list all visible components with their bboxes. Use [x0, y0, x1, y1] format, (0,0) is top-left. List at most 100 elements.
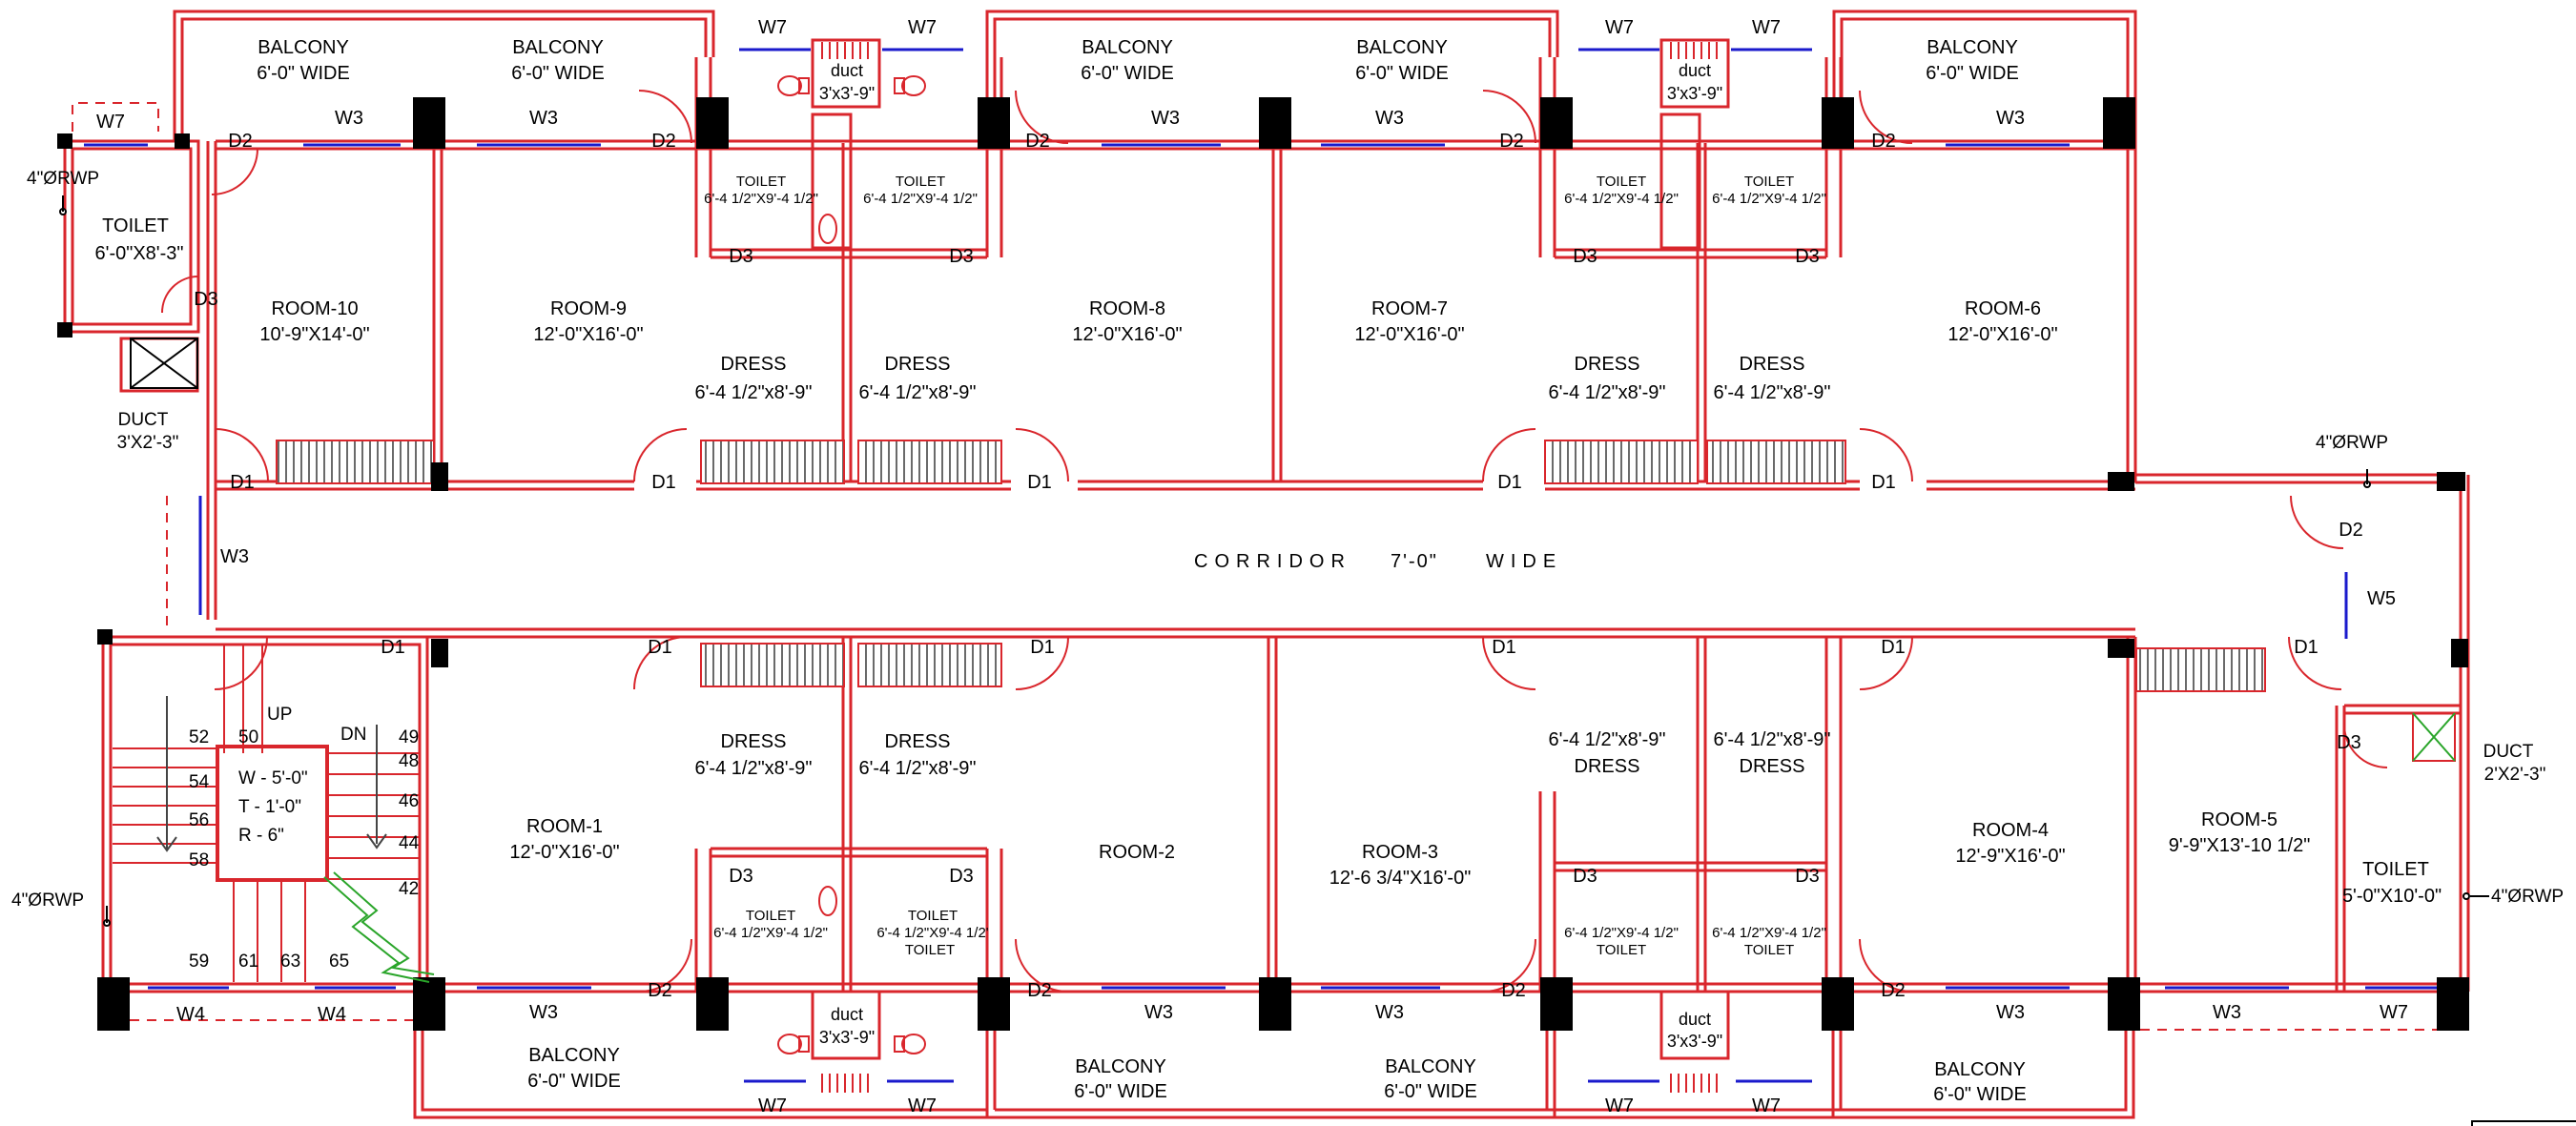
door-swings: [161, 90, 2388, 993]
room3-size: 12'-6 3/4"X16'-0": [1329, 868, 1472, 889]
tag-w3: W3: [220, 546, 249, 567]
toilet-size: 6'-4 1/2"X9'-4 1/2": [1712, 925, 1826, 941]
stair-r: R - 6": [238, 826, 284, 846]
room8-size: 12'-0"X16'-0": [1072, 324, 1182, 345]
corridor-text: CORRIDOR: [1194, 551, 1351, 572]
balcony-label: BALCONY: [512, 37, 604, 58]
balcony-label: BALCONY: [1075, 1056, 1166, 1077]
toilet-size: 6'-4 1/2"X9'-4 1/2": [1564, 925, 1679, 941]
step-number: 46: [399, 791, 419, 811]
dress-size: 6'-4 1/2"x8'-9": [1713, 382, 1830, 403]
stair-t: T - 1'-0": [238, 797, 301, 817]
dress-size: 6'-4 1/2"x8'-9": [1548, 729, 1665, 750]
columns: [57, 97, 2469, 1031]
toilet-size: 6'-4 1/2"X9'-4 1/2": [863, 191, 978, 207]
stair-w: W - 5'-0": [238, 768, 308, 788]
sheet-border: [2471, 1120, 2576, 1126]
room5-name: ROOM-5: [2201, 809, 2277, 830]
toilet-size: 6'-4 1/2"X9'-4 1/2": [713, 925, 828, 941]
toilet-label: TOILET: [1597, 174, 1646, 190]
bottom-room-walls: [216, 627, 2468, 1060]
toilet-size: 6'-4 1/2"X9'-4 1/2": [1564, 191, 1679, 207]
balcony-width: 6'-0" WIDE: [1933, 1084, 2027, 1105]
tag-w7: W7: [758, 17, 787, 38]
dress-label: DRESS: [885, 354, 951, 375]
room8-name: ROOM-8: [1089, 298, 1165, 319]
windows: [84, 48, 2442, 1083]
balcony-label: BALCONY: [1934, 1059, 2026, 1080]
toilet-labels: TOILET 6'-4 1/2"X9'-4 1/2" TOILET 6'-4 1…: [704, 174, 1826, 958]
tag-w3: W3: [1375, 1002, 1404, 1023]
step-number: 65: [329, 952, 349, 972]
duct-left-label: DUCT: [118, 410, 169, 430]
dress-size: 6'-4 1/2"x8'-9": [1548, 382, 1665, 403]
tag-d2: D2: [228, 131, 253, 152]
dress-size: 6'-4 1/2"x8'-9": [1713, 729, 1830, 750]
dress-label: DRESS: [721, 354, 787, 375]
room3-name: ROOM-3: [1362, 842, 1438, 863]
stair: [113, 645, 420, 982]
room4-size: 12'-9"X16'-0": [1955, 846, 2065, 867]
room5-size: 9'-9"X13'-10 1/2": [2169, 835, 2311, 856]
tag-w7: W7: [1605, 17, 1634, 38]
stair-break-line: [323, 871, 435, 983]
tag-d2: D2: [1499, 131, 1524, 152]
tag-d2: D2: [1881, 980, 1906, 1001]
toilet-label: TOILET: [1744, 942, 1794, 958]
tag-d1: D1: [2294, 637, 2318, 658]
tag-w7: W7: [1752, 17, 1781, 38]
tag-w7: W7: [908, 17, 937, 38]
tag-d1: D1: [1881, 637, 1906, 658]
room7-name: ROOM-7: [1371, 298, 1448, 319]
duct-left-size: 3'X2'-3": [117, 433, 179, 453]
step-number: 58: [189, 850, 209, 870]
toilet5-size: 5'-0"X10'-0": [2342, 886, 2442, 907]
tag-d2: D2: [1501, 980, 1526, 1001]
tag-w7: W7: [908, 1095, 937, 1116]
toilet-size: 6'-4 1/2"X9'-4 1/2': [876, 925, 988, 941]
tag-w3: W3: [1996, 108, 2025, 129]
step-number: 59: [189, 952, 209, 972]
duct-right-label: DUCT: [2483, 742, 2534, 762]
tag-w4: W4: [176, 1004, 205, 1025]
tag-w3: W3: [1375, 108, 1404, 129]
room10-size: 10'-9"X14'-0": [259, 324, 369, 345]
dress-size: 6'-4 1/2"x8'-9": [858, 382, 976, 403]
tag-w7: W7: [2380, 1002, 2408, 1023]
duct-label: duct: [1679, 61, 1711, 80]
dress-label: DRESS: [885, 731, 951, 752]
tag-d3: D3: [194, 289, 218, 310]
dress-label: DRESS: [1740, 756, 1805, 777]
tag-d1: D1: [1497, 472, 1522, 493]
room2-name: ROOM-2: [1099, 842, 1175, 863]
toilet5-label: TOILET: [2362, 859, 2429, 880]
rwp-pipes: [59, 195, 2489, 927]
step-number: 52: [189, 727, 209, 747]
step-number: 50: [238, 727, 258, 747]
duct-right-size: 2'X2'-3": [2484, 765, 2546, 785]
stair-labels: UP DN W - 5'-0" T - 1'-0" R - 6" 52 50 4…: [189, 705, 420, 972]
tag-d3: D3: [1795, 246, 1820, 267]
step-number: 61: [238, 952, 258, 972]
room10-name: ROOM-10: [271, 298, 358, 319]
tag-w3: W3: [529, 1002, 558, 1023]
tag-d3: D3: [2337, 732, 2361, 753]
duct-cross-left: [130, 338, 198, 389]
balcony-width: 6'-0" WIDE: [527, 1071, 621, 1092]
tag-d1: D1: [1027, 472, 1052, 493]
tag-d3: D3: [729, 866, 753, 887]
tag-w3: W3: [529, 108, 558, 129]
room-labels: ROOM-10 10'-9"X14'-0" ROOM-9 12'-0"X16'-…: [259, 298, 2310, 889]
tags: W7 D2 W3 W3 D2 W7 W7 D2 W3 W3 D2 W7 W7 D…: [96, 17, 2408, 1116]
tag-d3: D3: [949, 246, 974, 267]
toilet-label: TOILET: [736, 174, 786, 190]
step-number: 54: [189, 772, 210, 792]
tag-d2: D2: [1025, 131, 1050, 152]
step-number: 44: [399, 833, 420, 853]
toilet-label: TOILET: [1597, 942, 1646, 958]
duct-labels: duct 3'x3'-9" duct 3'x3'-9" duct 3'x3'-9…: [117, 61, 2546, 1051]
toilet-size: 6'-4 1/2"X9'-4 1/2": [1712, 191, 1826, 207]
dress-size: 6'-4 1/2"x8'-9": [694, 382, 812, 403]
balcony-label: BALCONY: [1385, 1056, 1476, 1077]
